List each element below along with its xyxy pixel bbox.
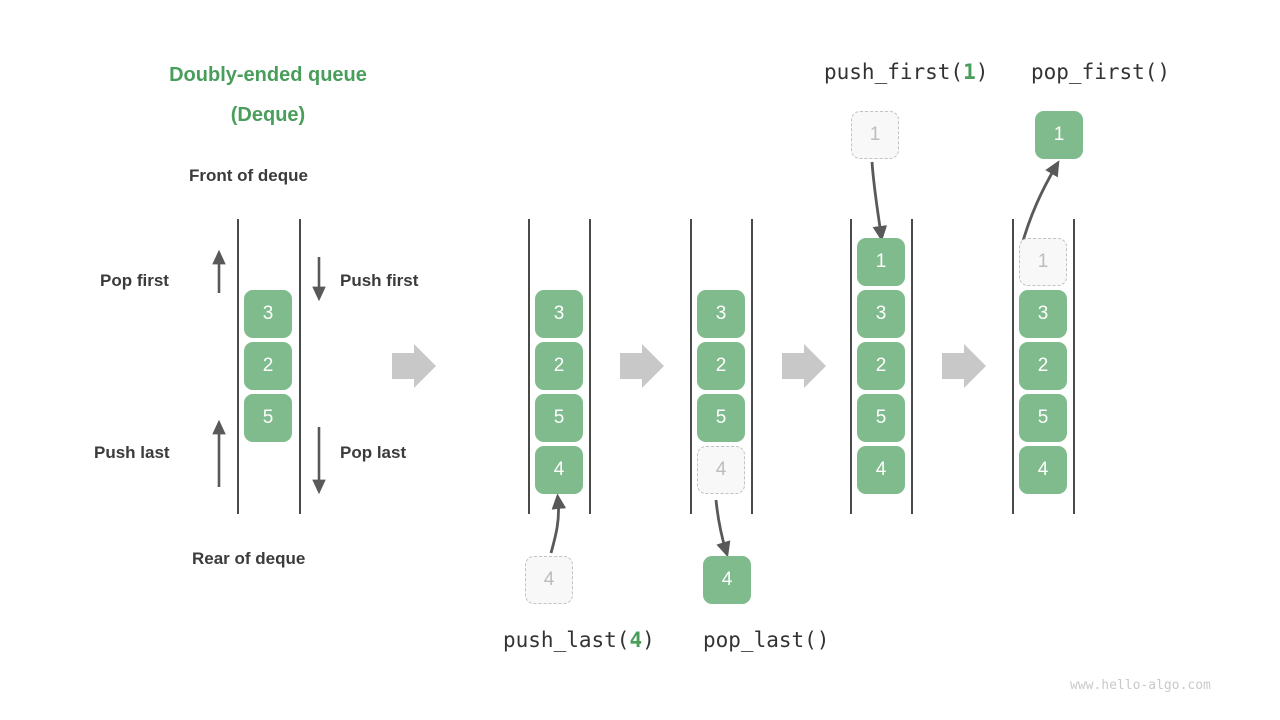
rail-right	[299, 219, 301, 514]
deque-element: 4	[535, 446, 583, 494]
op-push-last-arg: 4	[629, 628, 643, 652]
label-push-last: Push last	[94, 443, 170, 462]
label-push-first: Push first	[340, 271, 419, 290]
op-push-last-label: push_last(4)	[503, 628, 655, 652]
floating-pop-first-result: 1	[1035, 111, 1083, 159]
deque-element: 2	[1019, 342, 1067, 390]
deque-element: 5	[244, 394, 292, 442]
op-pop-last-label: pop_last()	[703, 628, 830, 652]
deque-element: 3	[244, 290, 292, 338]
rail-left	[850, 219, 852, 514]
arrow-pop-first-motion	[1019, 160, 1060, 249]
rail-right	[911, 219, 913, 514]
rail-left	[237, 219, 239, 514]
op-push-first-name: push_first(	[824, 60, 964, 84]
label-pop-last: Pop last	[340, 443, 407, 462]
op-push-first-arg: 1	[963, 60, 976, 84]
deque-element: 3	[1019, 290, 1067, 338]
deque-element: 3	[535, 290, 583, 338]
deque-element: 4	[857, 446, 905, 494]
transition-arrow-4	[942, 344, 986, 388]
deque-element: 2	[244, 342, 292, 390]
deque-element: 5	[857, 394, 905, 442]
deque-element-ghost: 1	[1019, 238, 1067, 286]
rail-right	[589, 219, 591, 514]
label-pop-first: Pop first	[100, 271, 169, 290]
deque-element: 2	[697, 342, 745, 390]
page-title-line2: (Deque)	[230, 104, 306, 126]
floating-pop-last-result: 4	[703, 556, 751, 604]
arrow-push-first-motion	[870, 161, 888, 242]
deque-element: 5	[1019, 394, 1067, 442]
rail-right	[1073, 219, 1075, 514]
rail-right	[751, 219, 753, 514]
transition-arrow-1	[392, 344, 436, 388]
deque-element: 5	[697, 394, 745, 442]
op-push-last-close: )	[642, 628, 655, 652]
watermark: www.hello-algo.com	[1070, 678, 1211, 693]
op-push-first-close: )	[975, 60, 989, 84]
op-pop-first-label: pop_first()	[1031, 60, 1171, 84]
arrow-pop-last-motion	[714, 499, 731, 558]
arrow-push-last-motion	[549, 493, 567, 554]
deque-element-ghost: 4	[697, 446, 745, 494]
op-push-first-label: push_first(1)	[824, 60, 988, 84]
deque-element: 2	[857, 342, 905, 390]
rail-left	[1012, 219, 1014, 514]
transition-arrow-3	[782, 344, 826, 388]
label-rear-of-deque: Rear of deque	[192, 549, 306, 568]
rail-left	[690, 219, 692, 514]
label-front-of-deque: Front of deque	[189, 166, 308, 185]
page-title-line1: Doubly-ended queue	[169, 64, 367, 86]
op-push-last-name: push_last(	[503, 628, 630, 652]
transition-arrow-2	[620, 344, 664, 388]
deque-element: 5	[535, 394, 583, 442]
deque-element: 2	[535, 342, 583, 390]
rail-left	[528, 219, 530, 514]
deque-element: 4	[1019, 446, 1067, 494]
floating-push-last-source: 4	[525, 556, 573, 604]
deque-element: 1	[857, 238, 905, 286]
deque-element: 3	[697, 290, 745, 338]
deque-element: 3	[857, 290, 905, 338]
floating-push-first-source: 1	[851, 111, 899, 159]
